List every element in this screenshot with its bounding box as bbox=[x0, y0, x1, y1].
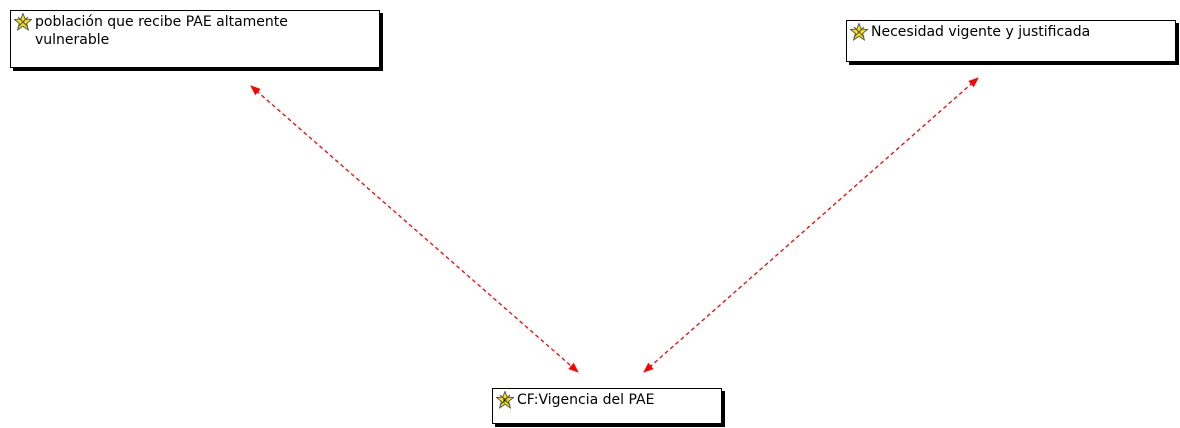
link-poblacion-cf[interactable] bbox=[250, 85, 579, 373]
node-necesidad[interactable]: Necesidad vigente y justificada bbox=[846, 20, 1176, 62]
code-star-icon bbox=[14, 13, 32, 31]
link-necesidad-cf[interactable] bbox=[643, 77, 979, 373]
node-label: población que recibe PAE altamente vulne… bbox=[35, 14, 288, 48]
node-cf[interactable]: F CF:Vigencia del PAE bbox=[492, 388, 722, 424]
node-label: Necesidad vigente y justificada bbox=[871, 24, 1091, 40]
code-star-icon bbox=[850, 23, 868, 41]
svg-text:F: F bbox=[503, 398, 507, 406]
node-label: CF:Vigencia del PAE bbox=[517, 392, 655, 408]
node-poblacion[interactable]: población que recibe PAE altamente vulne… bbox=[10, 10, 380, 68]
code-family-icon: F bbox=[496, 391, 514, 409]
